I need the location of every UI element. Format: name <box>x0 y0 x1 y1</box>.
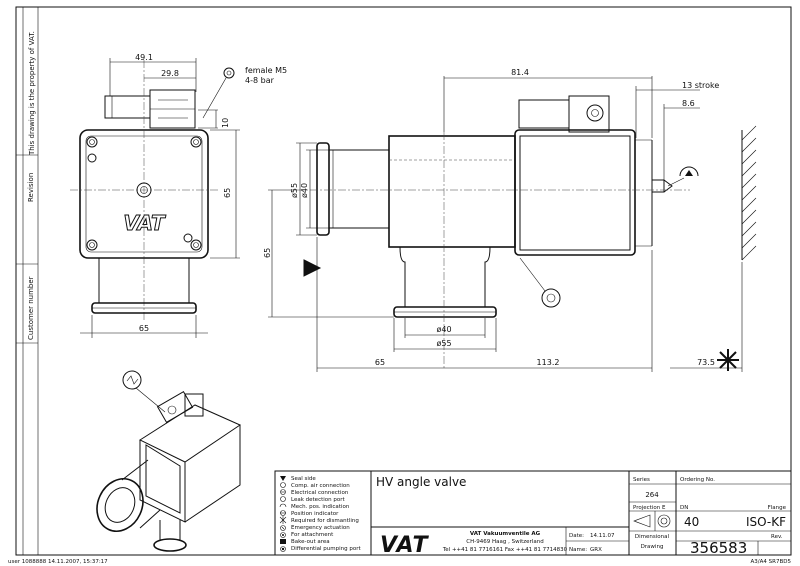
drawing-title: HV angle valve <box>376 475 466 489</box>
dim-wall: 73.5 <box>697 358 715 367</box>
seal-side-marker <box>303 259 322 277</box>
legend-item-2: Electrical connection <box>291 490 349 496</box>
dim-d40-bottom: ø40 <box>436 325 451 334</box>
legend-item-6: Required for dismantling <box>291 518 359 524</box>
legend-item-4: Mech. pos. indication <box>291 504 350 510</box>
footer-left-stamp: user 1088888 14.11.2007, 15:37:17 <box>8 559 108 565</box>
projection-label: Projection E <box>633 505 666 511</box>
ordering-label: Ordering No. <box>680 477 715 483</box>
doc-type-line1: Dimensional <box>635 534 670 540</box>
isometric-view <box>96 370 242 552</box>
dim-offset-right: 10 <box>221 118 230 128</box>
dim-stroke: 13 stroke <box>682 81 719 90</box>
series-label: Series <box>633 477 650 483</box>
drawing-number: 356583 <box>690 539 747 557</box>
dim-len-right: 113.2 <box>537 358 560 367</box>
company-contact: Tel ++41 81 7716161 Fax ++41 81 7714830 <box>442 547 568 553</box>
series-value: 264 <box>645 491 659 499</box>
dim-height: 65 <box>223 188 232 198</box>
dismantling-star-icon <box>717 349 739 371</box>
legend-item-8: For attachment <box>291 532 334 538</box>
doc-type-line2: Drawing <box>641 544 664 550</box>
front-vat-logo: VAT <box>123 211 166 235</box>
legend-item-5: Position indicator <box>291 511 339 517</box>
rev-label: Rev. <box>771 534 783 540</box>
dim-overall-top: 81.4 <box>511 68 529 77</box>
front-view: VAT 49.1 29.8 10 65 65 female M5 4-8 bar <box>70 53 287 338</box>
customer-number-label: Customer number <box>27 276 35 340</box>
footer-right-stamp: A3/A4 SR7BD5 <box>751 559 792 565</box>
company-address: CH-9469 Haag , Switzerland <box>466 539 543 545</box>
vat-logo: VAT <box>380 533 429 558</box>
dim-height-left: 65 <box>263 248 272 258</box>
dim-width-inner: 29.8 <box>161 69 179 78</box>
dn-label: DN <box>680 505 688 511</box>
side-panel: This drawing is the property of VAT. Rev… <box>15 7 39 555</box>
dim-d40-vertical: ø40 <box>300 183 309 198</box>
legend-item-3: Leak detection port <box>291 497 345 503</box>
date-label: Date: <box>569 533 584 539</box>
flange-value: ISO-KF <box>746 515 786 529</box>
dim-width-bottom: 65 <box>139 324 149 333</box>
note-female-m5: female M5 <box>245 66 287 75</box>
legend-item-0: Seal side <box>291 476 316 482</box>
name-label: Name: <box>569 547 587 553</box>
dn-value: 40 <box>684 515 699 529</box>
revision-label: Revision <box>27 173 35 202</box>
title-block: Seal side Comp. air connection Electrica… <box>274 470 792 558</box>
drawing-frame <box>15 6 792 556</box>
legend-item-10: Differential pumping port <box>291 546 361 552</box>
dim-d55-vertical: ø55 <box>290 183 299 198</box>
dim-width-top: 49.1 <box>135 53 153 62</box>
date-value: 14.11.07 <box>590 533 615 539</box>
dim-small: 8.6 <box>682 99 695 108</box>
flange-label: Flange <box>768 505 787 511</box>
name-value: GRX <box>590 547 602 553</box>
legend-item-7: Emergency actuation <box>291 525 350 531</box>
note-pressure: 4-8 bar <box>245 76 275 85</box>
side-view: 81.4 13 stroke 8.6 ø55 ø40 65 ø40 ø55 65… <box>263 68 757 372</box>
dim-len-left: 65 <box>375 358 385 367</box>
legend: Seal side Comp. air connection Electrica… <box>279 476 361 552</box>
legend-item-1: Comp. air connection <box>291 483 350 489</box>
dim-d55-bottom: ø55 <box>436 339 451 348</box>
property-note: This drawing is the property of VAT. <box>28 31 36 156</box>
company-name: VAT Vakuumventile AG <box>470 531 541 537</box>
legend-item-9: Bake-out area <box>291 539 330 545</box>
